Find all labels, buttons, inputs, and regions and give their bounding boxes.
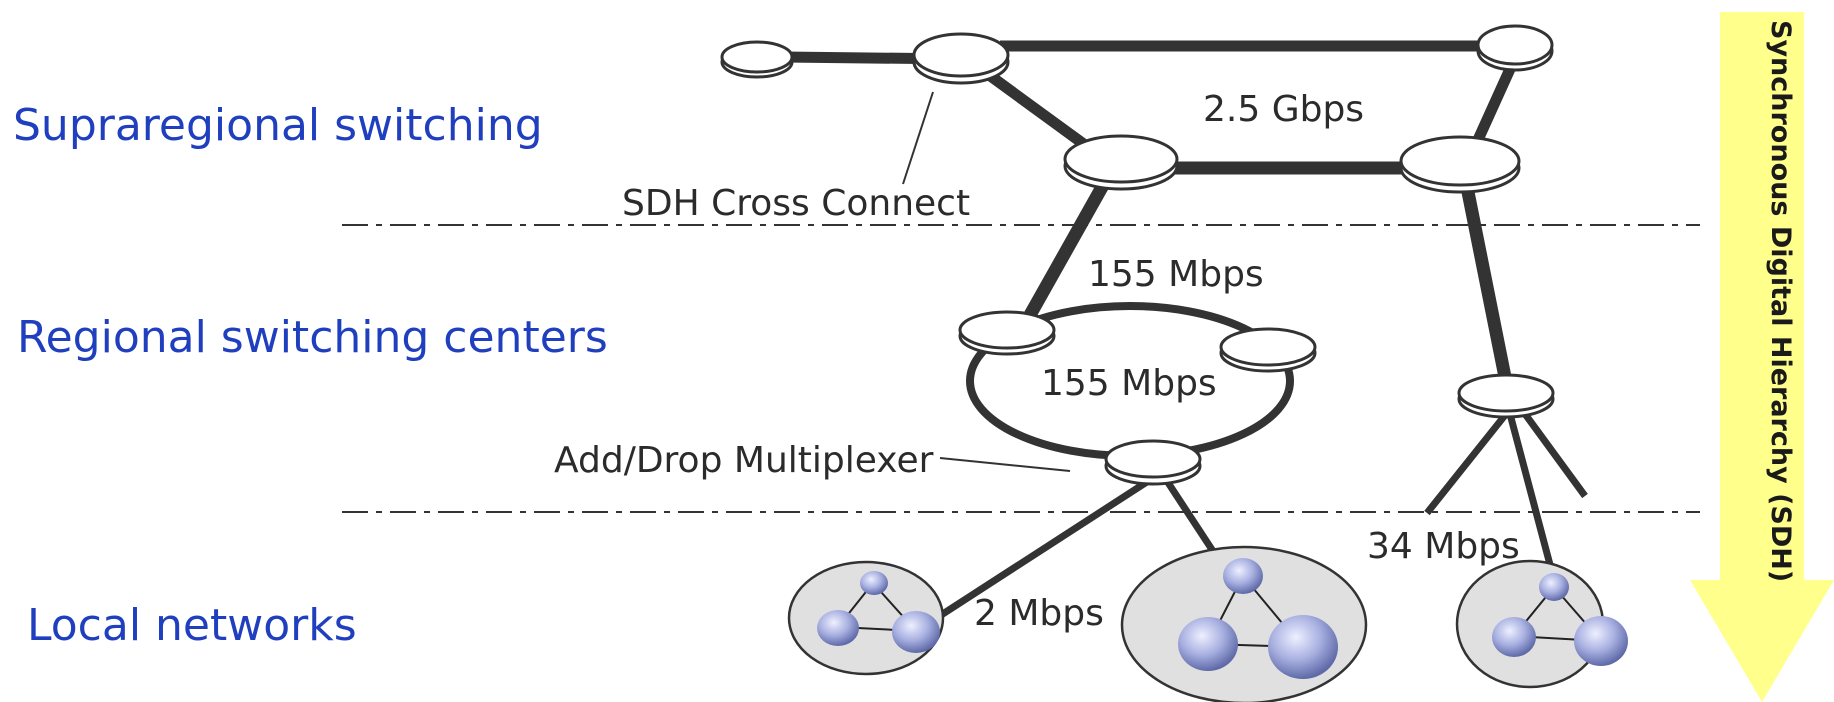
local-node (1178, 617, 1238, 671)
cross-connect-leader (902, 91, 934, 185)
switch-regional-left (958, 310, 1056, 356)
local-network-3 (1455, 559, 1628, 689)
local-node (892, 611, 940, 653)
local-node (1492, 617, 1536, 657)
label-rate-2-mbps: 2 Mbps (974, 593, 1104, 634)
switch-regional-far-right (1457, 373, 1555, 419)
switch-sdh-cross-connect (912, 32, 1010, 85)
local-node (817, 610, 859, 646)
local-node (1574, 616, 1628, 666)
label-add-drop-multiplexer: Add/Drop Multiplexer (554, 440, 934, 481)
switch-add-drop-multiplexer (1104, 439, 1202, 486)
local-links (916, 411, 1588, 633)
level-regional: Regional switching centers (17, 312, 608, 363)
switch-far-left (720, 40, 794, 79)
label-rate-2-5-gbps: 2.5 Gbps (1203, 89, 1364, 130)
switch-top-right (1476, 24, 1554, 72)
local-network-1 (787, 560, 945, 676)
regional-uplinks (1024, 176, 1513, 384)
label-rate-155-ring: 155 Mbps (1041, 363, 1217, 404)
switch-mid-right (1399, 135, 1521, 194)
label-sdh-cross-connect: SDH Cross Connect (622, 183, 970, 224)
label-rate-34-mbps: 34 Mbps (1367, 526, 1520, 567)
local-network-2 (1120, 545, 1368, 702)
sdh-arrow-label: Synchronous Digital Hierarchy (SDH) (1765, 20, 1796, 582)
local-node (1268, 615, 1338, 679)
switch-mid-left (1063, 134, 1179, 191)
label-rate-155-upper: 155 Mbps (1088, 254, 1264, 295)
add-drop-leader (939, 457, 1071, 472)
level-supraregional: Supraregional switching (13, 100, 543, 151)
local-node (1539, 573, 1569, 601)
switch-regional-right (1219, 327, 1317, 373)
local-node (860, 571, 888, 595)
sdh-arrow (1690, 12, 1834, 702)
local-node (1223, 558, 1263, 594)
level-local: Local networks (27, 600, 357, 651)
